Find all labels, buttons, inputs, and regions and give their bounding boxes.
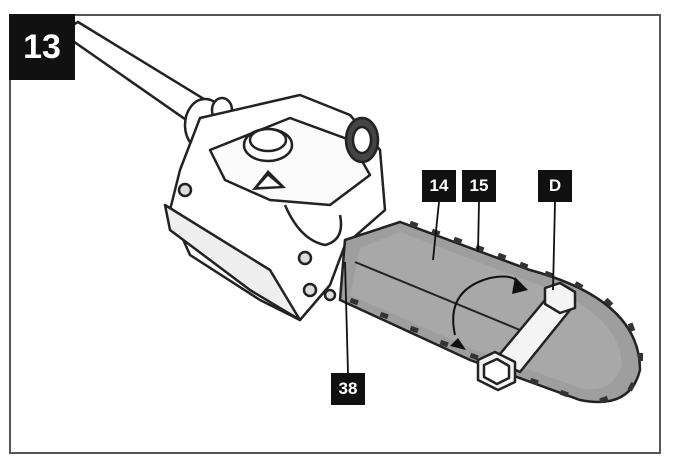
warning-triangle-icon [252,170,286,190]
callout-38: 38 [331,373,365,405]
callout-14: 14 [422,170,456,202]
callout-15: 15 [462,170,496,202]
gear-head [163,93,387,322]
oil-cap [242,127,294,163]
callout-d: D [538,170,572,202]
leader-lines [344,201,556,374]
bar-wrench [476,281,577,392]
chain-bar [338,220,642,404]
step-number-badge: 13 [9,14,75,80]
saw-chain [349,220,643,404]
